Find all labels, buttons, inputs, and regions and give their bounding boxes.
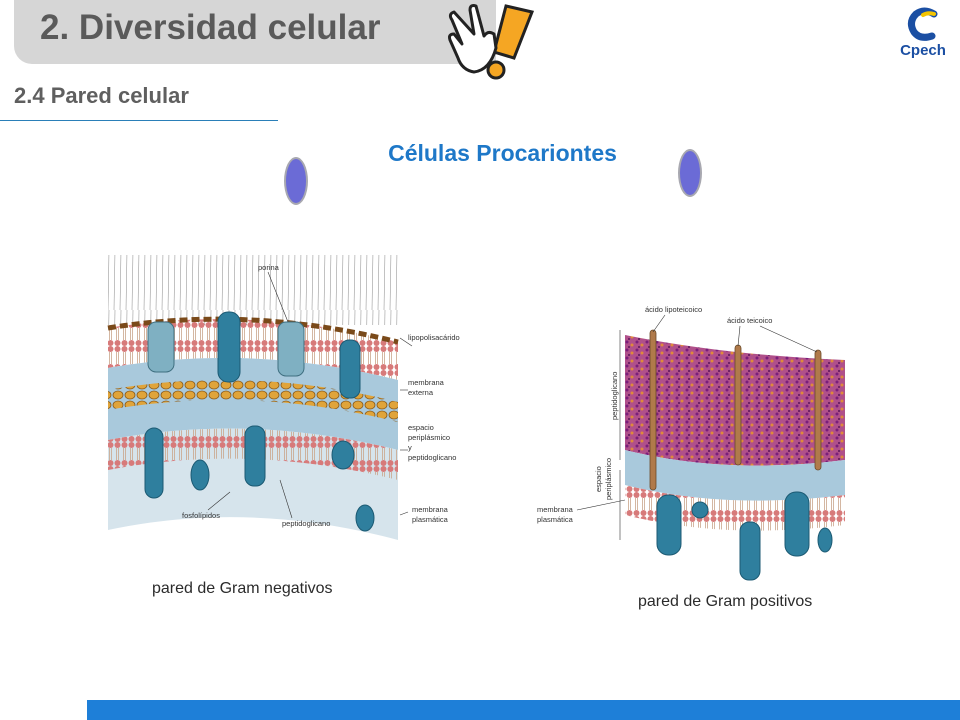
porin-proteins: [147, 321, 305, 377]
leader-lines: [207, 271, 413, 519]
label-membrana-externa-2: externa: [408, 388, 434, 397]
title-banner: [14, 0, 496, 64]
label-peptidoglicano: peptidoglicano: [282, 519, 330, 528]
lps-fibers: [108, 255, 398, 325]
cpech-logo-icon: [907, 7, 938, 41]
label-porina: porina: [258, 263, 280, 272]
label-membrana-plasmatica-2: plasmática: [412, 515, 449, 524]
periplasmic-space: [625, 450, 845, 501]
label-fosfolipidos: fosfolípidos: [182, 511, 220, 520]
bullet-oval-right: [678, 149, 702, 197]
label-acido-lipoteicoico: ácido lipoteicoico: [645, 305, 702, 314]
teichoic-acids: [649, 329, 822, 491]
gram-negative-diagram: porina lipopolisacárido membrana externa…: [107, 255, 460, 540]
gram-positive-diagram: ácido lipoteicoico ácido teicoico peptid…: [537, 305, 845, 581]
label-acido-teicoico: ácido teicoico: [727, 316, 772, 325]
label-espacio-2: periplásmico: [408, 433, 450, 442]
membrane-proteins-positive: [656, 491, 833, 581]
caption-gram-positive: pared de Gram positivos: [638, 593, 813, 610]
pointing-hand-icon: [448, 4, 535, 80]
label-espacio-3: y: [408, 443, 412, 452]
membrane-proteins: [144, 311, 375, 532]
cpech-logo: Cpech: [890, 6, 956, 66]
page-title: 2. Diversidad celular: [40, 8, 381, 47]
label-membrana-plasmatica-positive-1: membrana: [537, 505, 574, 514]
label-espacio-positive-2: periplásmico: [604, 458, 613, 500]
caption-gram-negative: pared de Gram negativos: [152, 580, 333, 597]
periplasm: [108, 357, 398, 450]
section-subtitle: 2.4 Pared celular: [14, 83, 189, 108]
label-espacio-positive-1: espacio: [594, 466, 603, 492]
label-espacio-1: espacio: [408, 423, 434, 432]
leader-lines-positive: [576, 314, 818, 540]
label-membrana-plasmatica-1: membrana: [412, 505, 449, 514]
label-peptidoglicano-positive: peptidoglicano: [610, 372, 619, 420]
outer-membrane: [107, 316, 399, 380]
label-lipopolisacarido: lipopolisacárido: [408, 333, 460, 342]
logo-text: Cpech: [900, 42, 946, 59]
label-espacio-4: peptidoglicano: [408, 453, 456, 462]
footer-bar: [87, 700, 960, 720]
subtitle-divider: [0, 120, 278, 121]
section-heading: Células Procariontes: [388, 140, 617, 166]
label-membrana-externa-1: membrana: [408, 378, 445, 387]
label-membrana-plasmatica-positive-2: plasmática: [537, 515, 574, 524]
bullet-oval-left: [284, 157, 308, 205]
